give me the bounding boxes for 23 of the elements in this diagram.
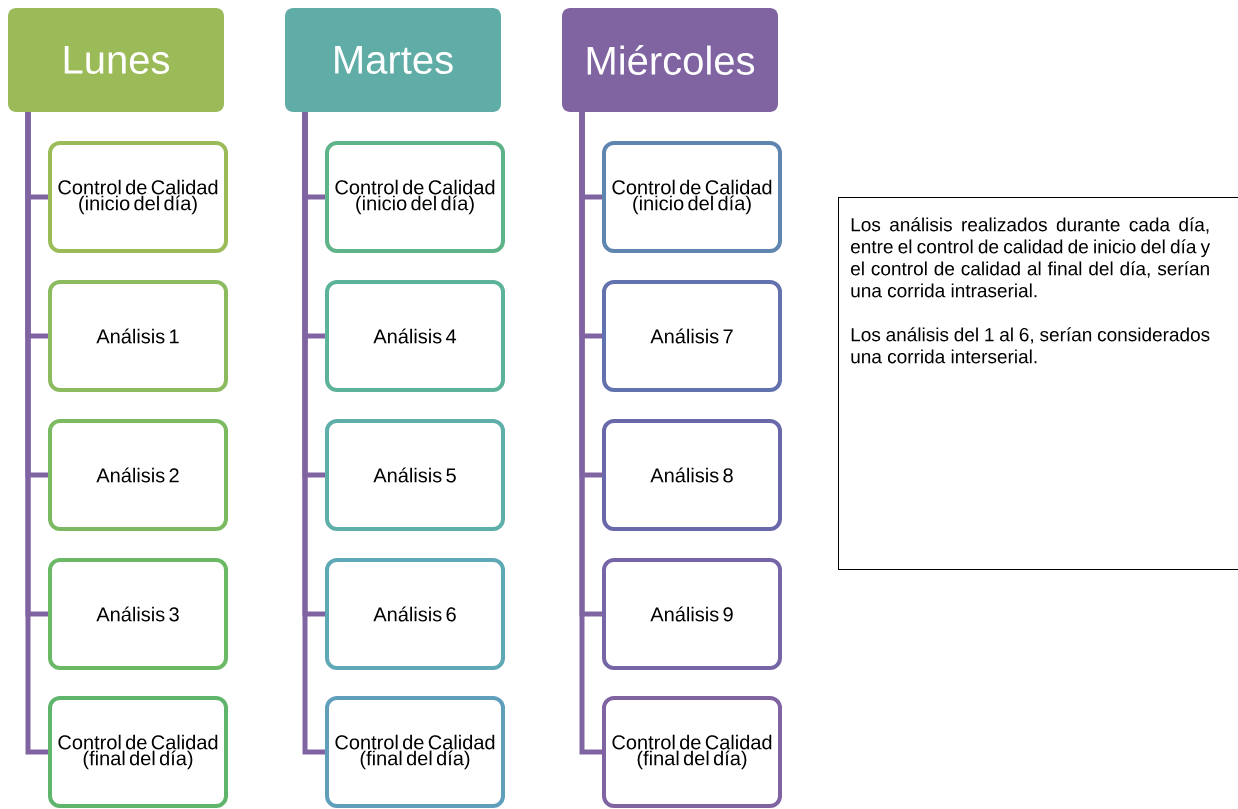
step-box: Análisis 5 xyxy=(325,419,505,531)
step-box: Análisis 7 xyxy=(602,280,782,392)
step-box: Análisis 4 xyxy=(325,280,505,392)
step-box: Análisis 6 xyxy=(325,558,505,670)
day-header: Miércoles xyxy=(562,8,778,112)
step-box: Control de Calidad (final del día) xyxy=(602,696,782,808)
step-box: Análisis 2 xyxy=(48,419,228,531)
connector-line xyxy=(25,112,48,755)
day-header: Martes xyxy=(285,8,501,112)
step-box: Control de Calidad (inicio del día) xyxy=(602,141,782,253)
step-box: Análisis 1 xyxy=(48,280,228,392)
step-box: Control de Calidad (inicio del día) xyxy=(325,141,505,253)
connector-line xyxy=(302,112,325,755)
step-box: Control de Calidad (inicio del día) xyxy=(48,141,228,253)
connector-line xyxy=(579,112,602,755)
note-text: Los análisis realizados durante cada día, entre el control de calidad de inicio del día y el control de calidad al final del día, serían una corrida intraserial. Los análisis del 1 al 6, serían considerados una corrida interserial. xyxy=(851,217,1211,364)
step-box: Análisis 9 xyxy=(602,558,782,670)
step-box: Control de Calidad (final del día) xyxy=(48,696,228,808)
step-box: Análisis 3 xyxy=(48,558,228,670)
note-box xyxy=(838,197,1238,570)
step-box: Control de Calidad (final del día) xyxy=(325,696,505,808)
step-box: Análisis 8 xyxy=(602,419,782,531)
day-header: Lunes xyxy=(8,8,224,112)
